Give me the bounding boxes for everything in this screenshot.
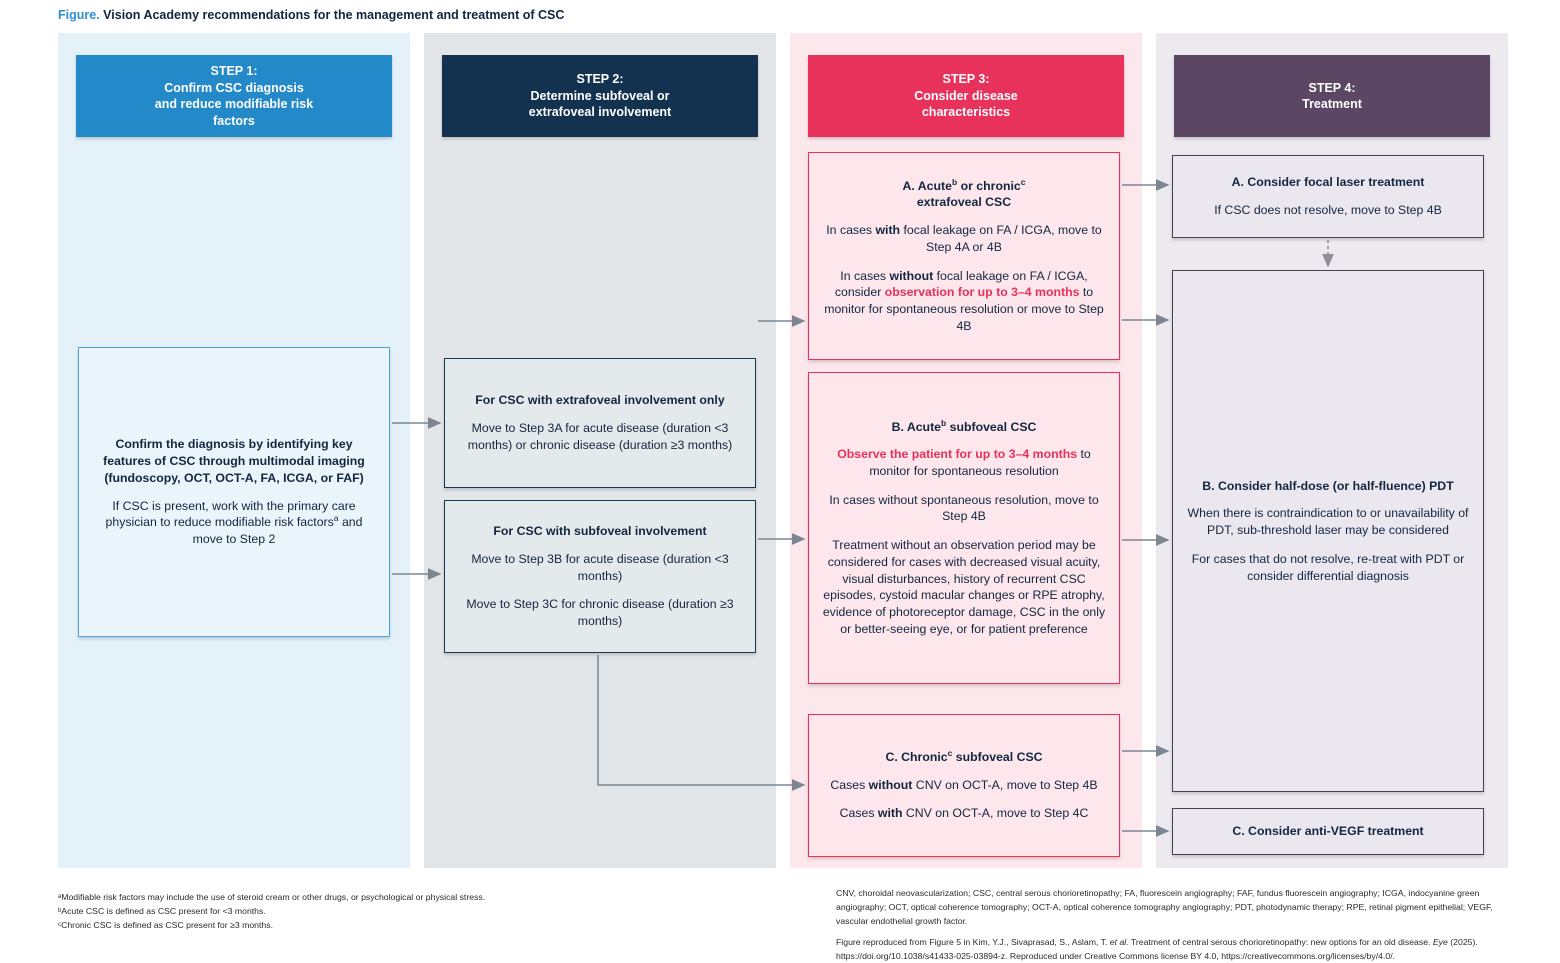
box-step-2a-extrafoveal[interactable]: For CSC with extrafoveal involvement onl… (444, 358, 756, 488)
footnotes-right: CNV, choroidal neovascularization; CSC, … (836, 886, 1508, 963)
box-step-1-body: If CSC is present, work with the primary… (105, 498, 363, 546)
footnote-marker-b: b (941, 417, 947, 428)
step-4-header: STEP 4: Treatment (1174, 55, 1490, 137)
footnote-a: ᵃModifiable risk factors may include the… (58, 892, 486, 902)
box-step-4a-heading: A. Consider focal laser treatment (1231, 175, 1425, 190)
box-step-4a-focal-laser[interactable]: A. Consider focal laser treatment If CSC… (1172, 155, 1484, 238)
footnote-b: ᵇAcute CSC is defined as CSC present for… (58, 906, 266, 917)
box-step-4b-body-2: For cases that do not resolve, re-treat … (1191, 551, 1465, 583)
figure-credit-doi: https://doi.org/10.1038/s41433-025-03894… (836, 951, 1396, 962)
step-2-header-line-1: STEP 2: (576, 72, 624, 87)
box-step-4b-half-dose-pdt[interactable]: B. Consider half-dose (or half-fluence) … (1172, 270, 1484, 792)
footnote-marker-c: c (1020, 176, 1026, 187)
box-step-2a-body: Move to Step 3A for acute disease (durat… (467, 421, 733, 452)
box-step-4c-anti-vegf[interactable]: C. Consider anti-VEGF treatment (1172, 808, 1484, 855)
box-step-4a-body: If CSC does not resolve, move to Step 4B (1214, 203, 1442, 217)
step-1-header-line-1: STEP 1: (210, 64, 258, 78)
step-1-header-line-3: and reduce modifiable risk (154, 97, 314, 111)
figure-credit: Figure reproduced from Figure 5 in Kim, … (836, 937, 1478, 962)
box-step-3c-chronic-subfoveal[interactable]: C. Chronicc subfoveal CSC Cases without … (808, 714, 1120, 857)
box-step-3b-body-1: Observe the patient for up to 3–4 months… (837, 447, 1091, 478)
footnotes-left: ᵃModifiable risk factors may include the… (58, 890, 778, 932)
box-step-4c-heading: C. Consider anti-VEGF treatment (1232, 824, 1424, 839)
step-3-header-line-3: characteristics (921, 105, 1011, 120)
box-step-3b-heading: B. Acuteb subfoveal CSC (891, 417, 1037, 434)
step-3-header: STEP 3: Consider disease characteristics (808, 55, 1124, 137)
step-4-header-line-2: Treatment (1302, 97, 1362, 111)
box-step-3b-body-3: Treatment without an observation period … (822, 538, 1106, 636)
step-3-header-line-2: Consider disease (914, 88, 1018, 103)
figure-title-text: Vision Academy recommendations for the m… (103, 8, 565, 22)
box-step-2b-heading: For CSC with subfoveal involvement (493, 524, 707, 539)
highlight-observation-3-4-months: observation for up to 3–4 months (884, 285, 1080, 300)
box-step-2b-body-2: Move to Step 3C for chronic disease (dur… (466, 597, 734, 629)
box-step-2a-heading: For CSC with extrafoveal involvement onl… (475, 393, 725, 408)
footnote-marker-a: a (333, 513, 339, 524)
box-step-3a-body-1: In cases with focal leakage on FA / ICGA… (826, 223, 1102, 254)
figure-title: Figure. Vision Academy recommendations f… (58, 8, 564, 22)
step-1-header: STEP 1: Confirm CSC diagnosis and reduce… (76, 55, 392, 137)
highlight-observe-patient: Observe the patient for up to 3–4 months (837, 447, 1078, 462)
box-step-3c-heading: C. Chronicc subfoveal CSC (885, 747, 1043, 764)
box-step-3c-body-1: Cases without CNV on OCT-A, move to Step… (830, 777, 1098, 792)
step-4-header-line-1: STEP 4: (1308, 80, 1356, 95)
footnote-marker-b: b (951, 176, 958, 187)
box-step-2b-body-1: Move to Step 3B for acute disease (durat… (471, 551, 729, 583)
box-step-3c-body-2: Cases with CNV on OCT-A, move to Step 4C (839, 806, 1089, 821)
box-step-4b-heading: B. Consider half-dose (or half-fluence) … (1202, 478, 1454, 493)
footnote-marker-c: c (947, 747, 953, 758)
figure-label: Figure. (58, 8, 104, 22)
abbreviations-list: CNV, choroidal neovascularization; CSC, … (836, 888, 1493, 927)
step-1-header-line-2: Confirm CSC diagnosis (164, 80, 304, 95)
box-step-3b-body-2: In cases without spontaneous resolution,… (829, 492, 1099, 524)
step-3-header-line-1: STEP 3: (942, 72, 990, 87)
footnote-c: ᶜChronic CSC is defined as CSC present f… (58, 920, 273, 931)
box-step-3b-acute-subfoveal[interactable]: B. Acuteb subfoveal CSC Observe the pati… (808, 372, 1120, 684)
box-step-1-confirm-diagnosis[interactable]: Confirm the diagnosis by identifying key… (78, 347, 390, 637)
box-step-2b-subfoveal[interactable]: For CSC with subfoveal involvement Move … (444, 500, 756, 653)
step-2-header-line-3: extrafoveal involvement (528, 105, 672, 120)
step-1-header-line-4: factors (213, 113, 255, 128)
box-step-3a-body-2: In cases without focal leakage on FA / I… (824, 268, 1104, 333)
box-step-4b-body-1: When there is contraindication to or una… (1187, 506, 1469, 538)
box-step-1-heading: Confirm the diagnosis by identifying key… (103, 437, 365, 485)
step-2-header-line-2: Determine subfoveal or (530, 88, 670, 103)
step-2-header: STEP 2: Determine subfoveal or extrafove… (442, 55, 758, 137)
